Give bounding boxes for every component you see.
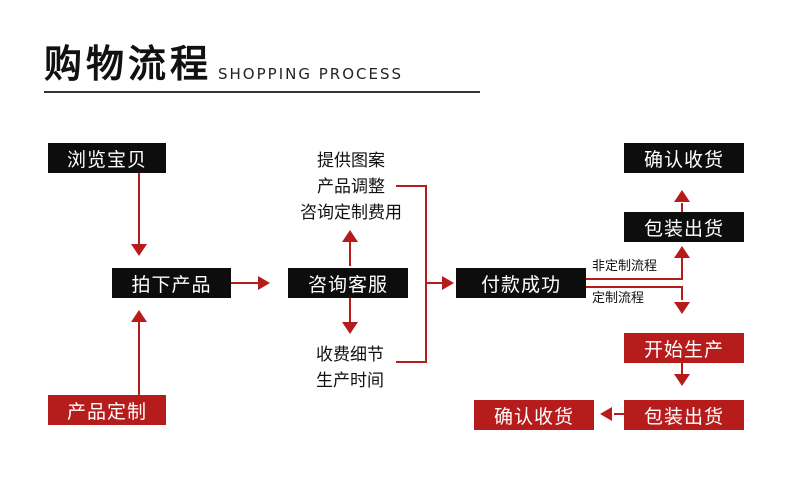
branch-label-non-custom: 非定制流程 bbox=[592, 259, 658, 274]
arrow-right-to-consult bbox=[258, 276, 270, 290]
upper-note-line: 产品调整 bbox=[317, 177, 385, 197]
node-confirm-bottom: 确认收货 bbox=[474, 400, 594, 430]
connector-pay-to-ship-top bbox=[586, 256, 683, 280]
upper-notes: 提供图案 产品调整 咨询定制费用 bbox=[284, 148, 418, 226]
node-ship-bottom: 包装出货 bbox=[624, 400, 744, 430]
connector-notes-bracket bbox=[396, 185, 427, 363]
arrow-down-to-lower-notes bbox=[342, 322, 358, 334]
lower-note-line: 生产时间 bbox=[316, 371, 384, 391]
node-pay: 付款成功 bbox=[456, 268, 586, 298]
lower-note-line: 收费细节 bbox=[316, 345, 384, 365]
node-consult: 咨询客服 bbox=[288, 268, 408, 298]
node-browse: 浏览宝贝 bbox=[48, 143, 166, 173]
arrow-up-to-confirm-top bbox=[674, 190, 690, 202]
node-confirm-top: 确认收货 bbox=[624, 143, 744, 173]
connector-pay-to-production bbox=[586, 286, 683, 300]
page-title: 购物流程 bbox=[44, 42, 213, 86]
arrow-down-to-production bbox=[674, 302, 690, 314]
arrow-right-to-pay bbox=[442, 276, 454, 290]
page-subtitle: SHOPPING PROCESS bbox=[218, 65, 404, 83]
node-start-production: 开始生产 bbox=[624, 333, 744, 363]
arrow-down-to-ship-bottom bbox=[674, 374, 690, 386]
arrow-left-to-confirm-bottom bbox=[600, 407, 612, 421]
title-divider bbox=[44, 91, 480, 93]
node-custom-product: 产品定制 bbox=[48, 395, 166, 425]
arrow-up-to-ship-top bbox=[674, 246, 690, 258]
upper-note-line: 咨询定制费用 bbox=[300, 203, 402, 223]
arrow-up-to-upper-notes bbox=[342, 230, 358, 242]
arrow-down-to-order bbox=[131, 244, 147, 256]
lower-notes: 收费细节 生产时间 bbox=[290, 342, 410, 394]
node-order: 拍下产品 bbox=[112, 268, 231, 298]
branch-label-custom: 定制流程 bbox=[592, 291, 645, 306]
arrow-up-to-order bbox=[131, 310, 147, 322]
node-ship-top: 包装出货 bbox=[624, 212, 744, 242]
upper-note-line: 提供图案 bbox=[317, 151, 385, 171]
